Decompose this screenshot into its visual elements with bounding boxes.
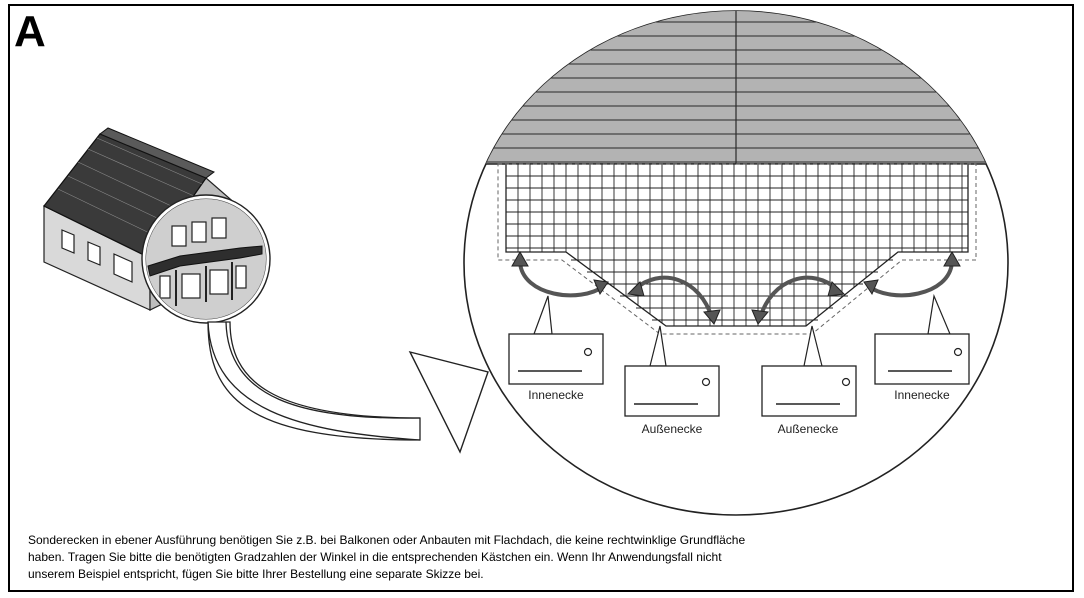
detail-circle: Innenecke Außenecke Außenecke Innenecke <box>463 10 1009 516</box>
label-aussenecke-right: Außenecke <box>778 422 839 436</box>
caption-line: haben. Tragen Sie bitte die benötigten G… <box>28 550 722 564</box>
label-aussenecke-left: Außenecke <box>642 422 703 436</box>
magnifier-circle <box>141 194 271 324</box>
angle-input-box-1[interactable] <box>508 295 604 385</box>
label-innenecke-left: Innenecke <box>528 388 584 402</box>
angle-input-box-4[interactable] <box>874 293 970 385</box>
angle-arrows <box>518 261 954 319</box>
label-innenecke-right: Innenecke <box>894 388 950 402</box>
caption-line: unserem Beispiel entspricht, fügen Sie b… <box>28 567 484 581</box>
angle-input-box-3[interactable] <box>761 325 857 417</box>
angle-input-box-2[interactable] <box>624 325 720 417</box>
panel-letter: A <box>14 7 46 56</box>
zoom-arrow <box>207 321 489 454</box>
caption-line: Sonderecken in ebener Ausführung benötig… <box>28 533 746 547</box>
caption: Sonderecken in ebener Ausführung benötig… <box>28 532 1038 583</box>
